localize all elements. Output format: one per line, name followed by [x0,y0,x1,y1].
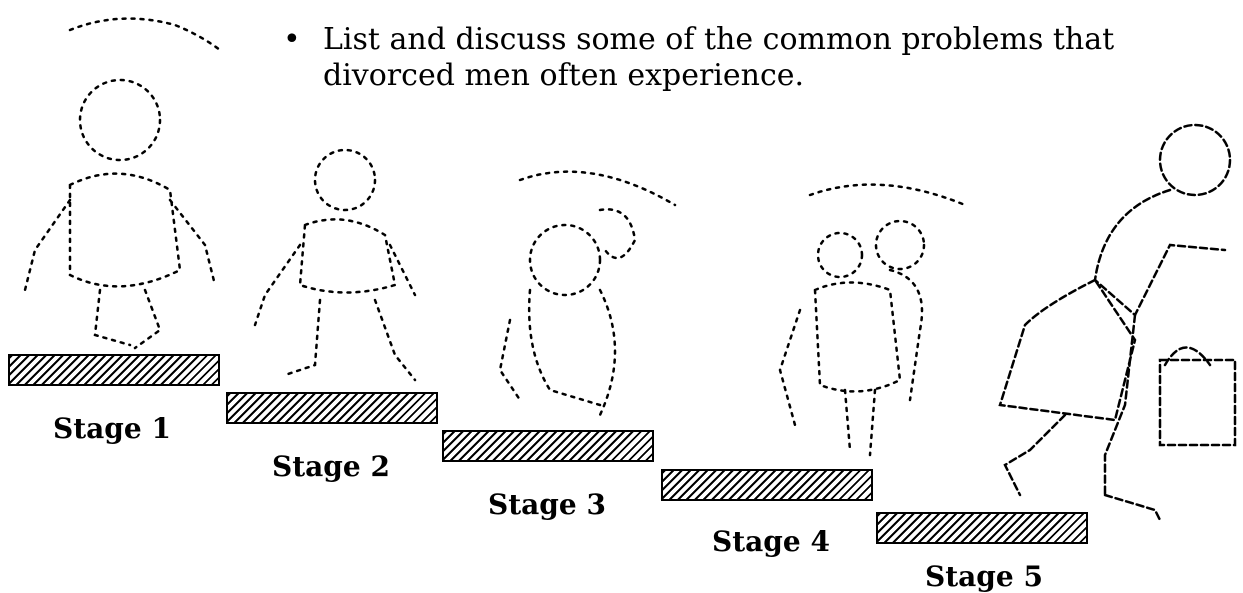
stage-4-figure [778,183,967,457]
stage-5-step [876,512,1088,544]
stage-3-label: Stage 3 [488,488,606,521]
stage-2-step [226,392,438,424]
bullet-text: List and discuss some of the common prob… [323,22,1115,93]
stage-2-label: Stage 2 [272,450,390,483]
stage-3-step [442,430,654,462]
stage-1-step [8,354,220,386]
stage-5-label: Stage 5 [925,560,1043,593]
stage-3-figure [498,170,677,417]
bullet-symbol: • [283,22,301,57]
stage-2-figure [253,148,417,382]
stage-4-step [661,469,873,501]
stage-4-label: Stage 4 [712,525,830,558]
stage-1-label: Stage 1 [53,412,171,445]
stage-5-figure [998,123,1237,522]
stage-1-figure [23,17,222,350]
